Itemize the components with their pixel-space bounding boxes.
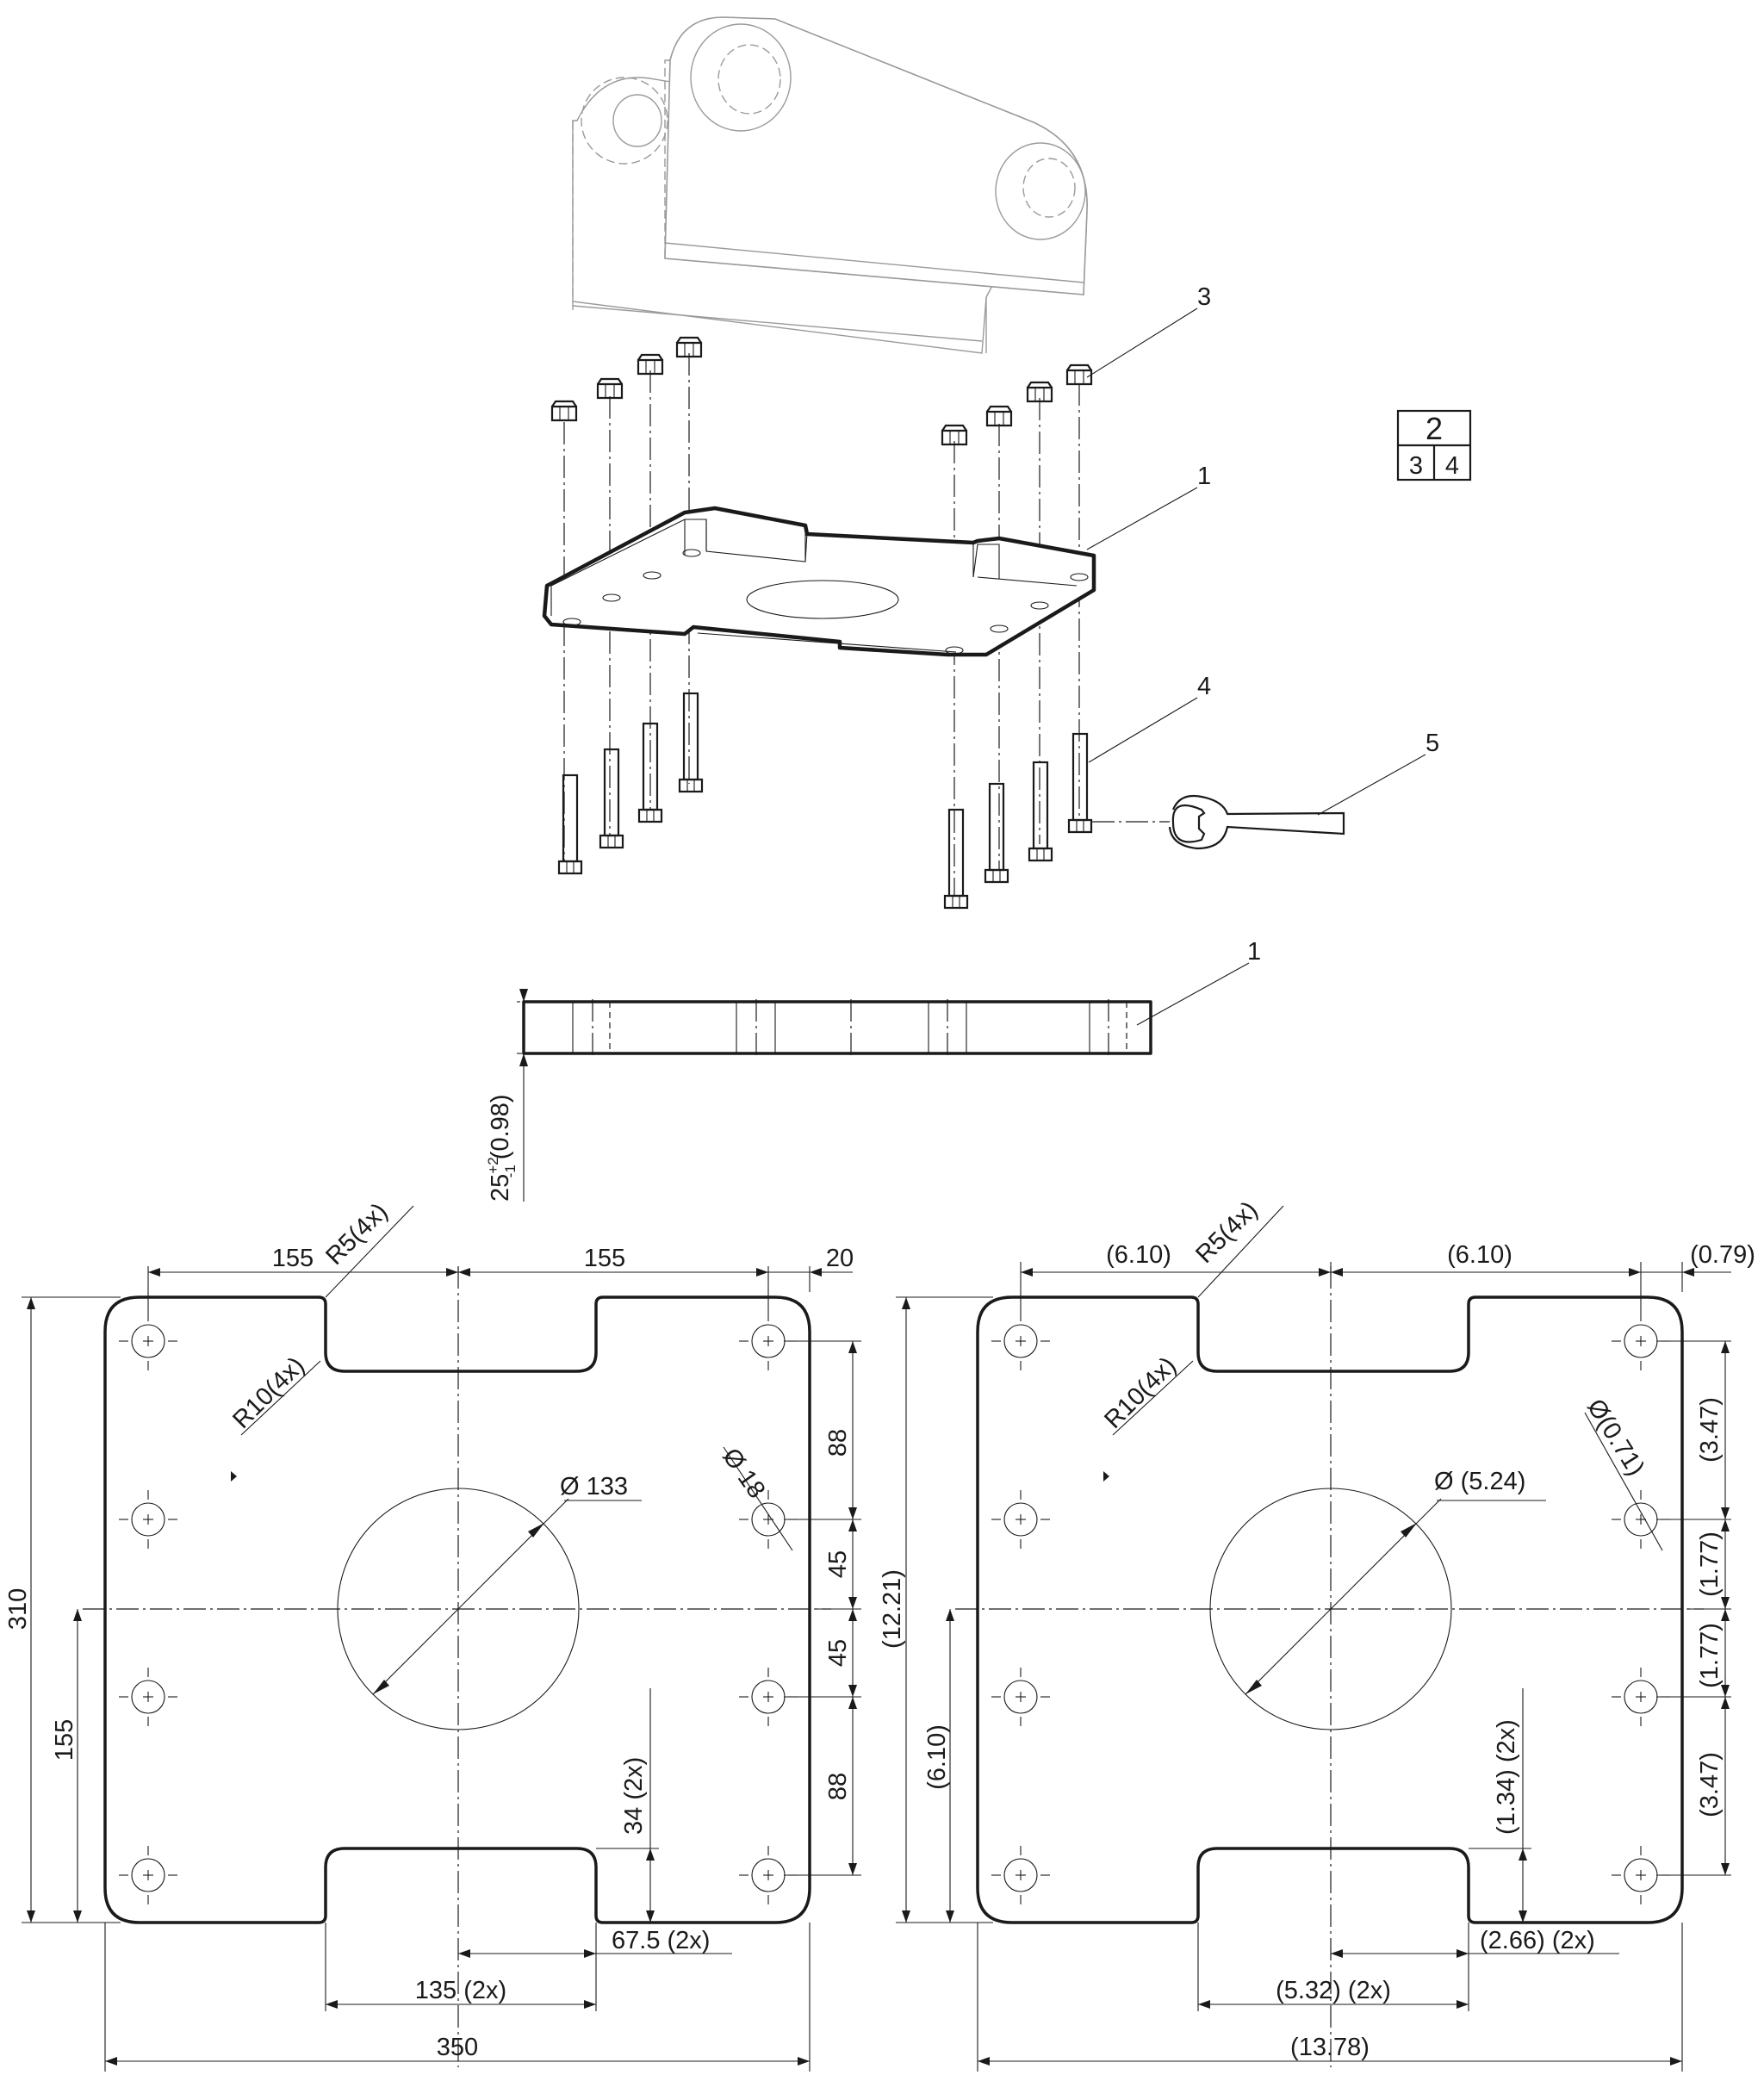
dim-bore: Ø 133 <box>560 1473 628 1500</box>
callout-3: 3 <box>1197 283 1211 311</box>
dim-notch-width: 135 (2x) <box>415 1977 506 2004</box>
inch-dim-45-top: (1.77) <box>1696 1531 1724 1597</box>
inch-dim-bore: Ø (5.24) <box>1434 1468 1525 1495</box>
wrench <box>1168 794 1345 850</box>
callout-1-side: 1 <box>1247 938 1261 966</box>
legend-top: 2 <box>1425 411 1443 446</box>
callouts-exploded: 3 1 4 5 <box>1086 283 1439 816</box>
dim-height: 310 <box>4 1588 32 1630</box>
inch-dim-height: (12.21) <box>879 1569 906 1649</box>
dim-r5: R5(4x) <box>320 1198 393 1270</box>
inch-dim-notch-half: (2.66) (2x) <box>1480 1927 1595 1954</box>
dim-notch-half: 67.5 (2x) <box>612 1927 710 1954</box>
callout-5: 5 <box>1425 730 1439 757</box>
dim-hole: Ø 18 <box>717 1444 770 1504</box>
inch-dim-top-right: (6.10) <box>1447 1241 1512 1269</box>
dim-edge: 20 <box>826 1245 854 1272</box>
dim-half-height: 155 <box>51 1719 78 1761</box>
legend-left: 3 <box>1409 452 1423 480</box>
inch-dim-width: (13.78) <box>1290 2034 1370 2061</box>
dim-top-left: 155 <box>272 1245 314 1272</box>
inch-dim-r10: R10(4x) <box>1099 1351 1182 1434</box>
dim-top-right: 155 <box>584 1245 625 1272</box>
dim-88-bot: 88 <box>824 1773 852 1800</box>
exploded-view: 3 1 4 5 2 3 4 <box>542 16 1472 910</box>
thickness-value: 25+2-1(0.98) <box>485 1094 519 1202</box>
dim-r10: R10(4x) <box>227 1351 310 1434</box>
inch-dim-88-bot: (3.47) <box>1696 1752 1724 1817</box>
inch-dim-notch-depth: (1.34) (2x) <box>1493 1719 1520 1835</box>
inch-dim-notch-width: (5.32) (2x) <box>1276 1977 1391 2004</box>
legend-right: 4 <box>1445 452 1459 480</box>
inch-dim-88-top: (3.47) <box>1696 1397 1724 1463</box>
callout-4: 4 <box>1197 673 1211 700</box>
inch-dim-half-height: (6.10) <box>923 1724 951 1790</box>
dim-width: 350 <box>437 2034 478 2061</box>
dim-88-top: 88 <box>824 1429 852 1457</box>
dim-45-top: 45 <box>824 1550 852 1578</box>
nuts <box>550 336 1093 446</box>
dim-45-bot: 45 <box>824 1639 852 1667</box>
inch-dim-top-left: (6.10) <box>1106 1241 1171 1269</box>
side-view: 1 25+2-1(0.98) <box>485 938 1261 1202</box>
legend-box: 2 3 4 <box>1396 409 1472 481</box>
dim-notch-depth: 34 (2x) <box>620 1757 648 1835</box>
inch-dim-edge: (0.79) <box>1690 1241 1755 1269</box>
plan-view-inch: (6.10) (6.10) (0.79) R5(4x) R10(4x) Ø (5… <box>879 1196 1755 2072</box>
adapter-plate-iso <box>542 506 1096 657</box>
inch-dim-r5: R5(4x) <box>1190 1196 1263 1269</box>
ghost-bracket <box>572 16 1088 354</box>
callout-1: 1 <box>1197 463 1211 490</box>
bolts <box>557 692 1093 910</box>
plan-view-metric: 155 155 20 R5(4x) R10(4x) Ø 133 Ø 18 <box>4 1198 861 2072</box>
inch-dim-45-bot: (1.77) <box>1696 1623 1724 1688</box>
